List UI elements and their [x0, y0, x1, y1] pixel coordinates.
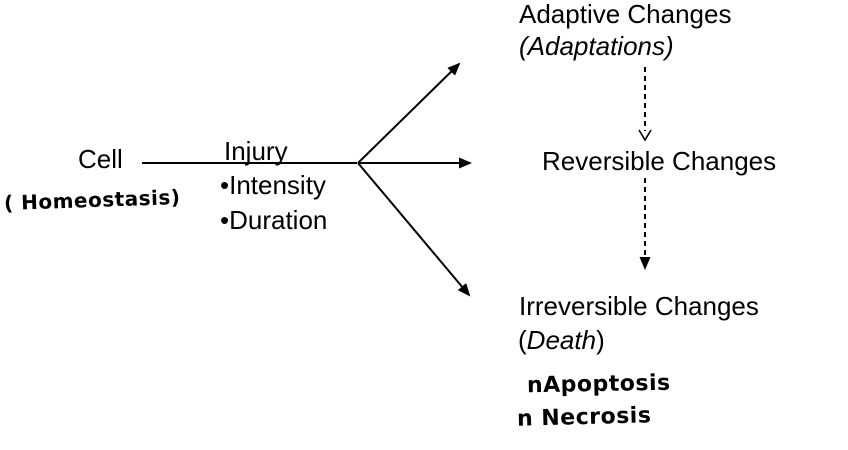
necrosis-handwritten-note: n Necrosis: [516, 403, 652, 432]
open-arrowhead-icon: [638, 129, 652, 142]
branch-arrow-up-adaptive: [357, 62, 461, 164]
adaptive-changes-subtitle: (Adaptations): [519, 31, 674, 61]
death-paren-open: (: [518, 325, 527, 355]
injury-label: Injury: [224, 136, 288, 166]
apoptosis-handwritten-note: nApoptosis: [526, 370, 671, 399]
injury-bullet-intensity: •Intensity: [220, 170, 326, 200]
death-paren-close: ): [596, 325, 605, 355]
death-word: Death: [526, 325, 597, 355]
reversible-changes-title: Reversible Changes: [542, 146, 777, 176]
cell-label: Cell: [78, 144, 123, 174]
injury-bullet-duration: •Duration: [220, 205, 328, 235]
branch-arrow-down-irreversible: [357, 162, 471, 297]
irreversible-changes-subtitle: (Death): [518, 324, 605, 357]
adaptive-changes-title: Adaptive Changes: [519, 0, 732, 29]
irreversible-changes-title: Irreversible Changes: [519, 291, 759, 321]
